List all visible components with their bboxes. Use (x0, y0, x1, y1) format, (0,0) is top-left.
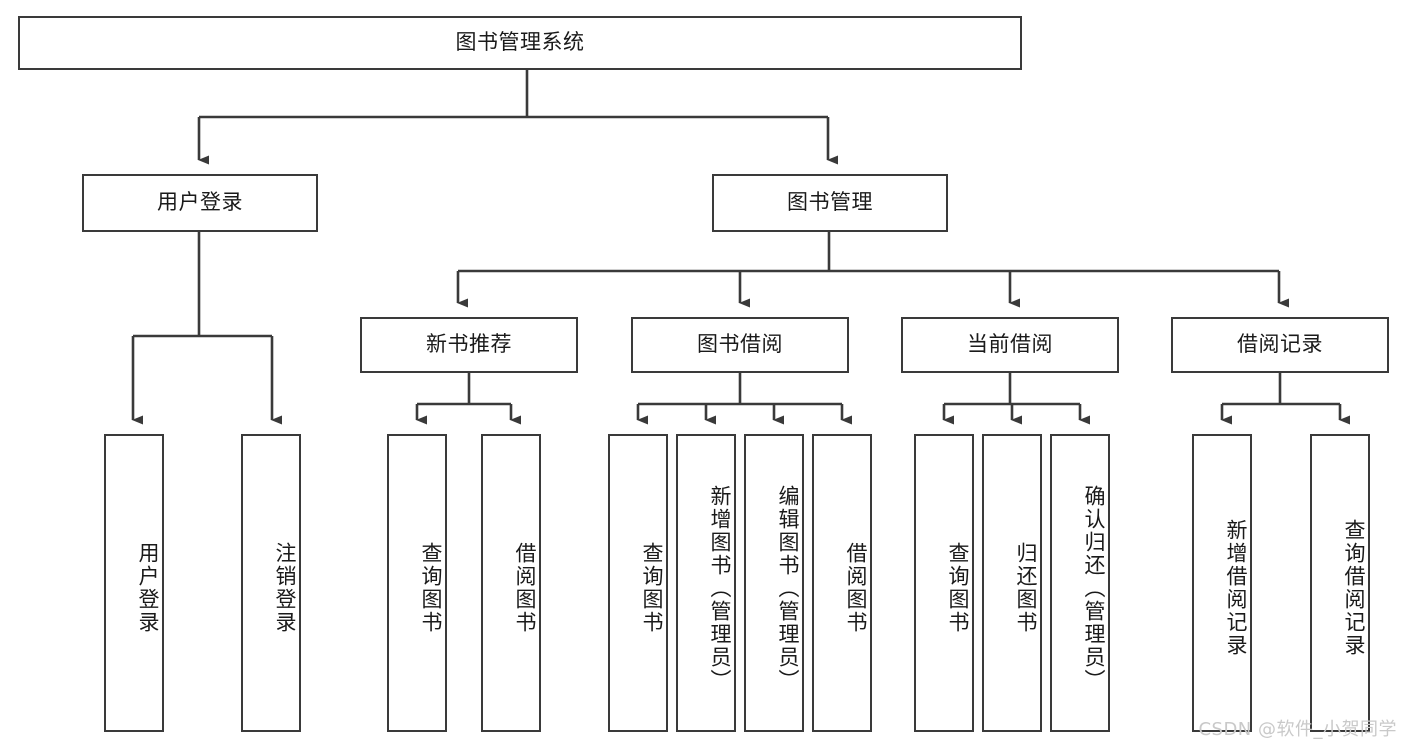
node-leaf-borrow-book-2-label: 借阅图书 (844, 542, 868, 634)
node-leaf-query-book-3-label: 查询图书 (946, 542, 970, 634)
node-book-borrow[interactable]: 图书借阅 (631, 317, 849, 373)
node-leaf-query-book-1-label: 查询图书 (419, 542, 443, 634)
node-leaf-user-login[interactable]: 用户登录 (104, 434, 164, 732)
node-user-login[interactable]: 用户登录 (82, 174, 318, 232)
node-leaf-edit-book-label: 编辑图书（管理员） (776, 484, 800, 692)
node-book-borrow-label: 图书借阅 (697, 332, 783, 357)
node-leaf-add-record-label: 新增借阅记录 (1224, 519, 1248, 657)
node-leaf-confirm-return[interactable]: 确认归还（管理员） (1050, 434, 1110, 732)
node-leaf-query-record-label: 查询借阅记录 (1342, 519, 1366, 657)
node-root[interactable]: 图书管理系统 (18, 16, 1022, 70)
node-leaf-add-book-label: 新增图书（管理员） (708, 484, 732, 692)
node-leaf-edit-book[interactable]: 编辑图书（管理员） (744, 434, 804, 732)
node-leaf-query-book-3[interactable]: 查询图书 (914, 434, 974, 732)
node-leaf-return-book[interactable]: 归还图书 (982, 434, 1042, 732)
node-leaf-query-book-1[interactable]: 查询图书 (387, 434, 447, 732)
watermark: CSDN @软件_小贺同学 (1198, 719, 1397, 740)
node-borrow-record[interactable]: 借阅记录 (1171, 317, 1389, 373)
node-borrow-record-label: 借阅记录 (1237, 332, 1323, 357)
node-leaf-confirm-return-label: 确认归还（管理员） (1082, 484, 1106, 692)
node-current-borrow[interactable]: 当前借阅 (901, 317, 1119, 373)
node-leaf-add-book[interactable]: 新增图书（管理员） (676, 434, 736, 732)
node-user-login-label: 用户登录 (157, 190, 243, 215)
node-leaf-borrow-book-1[interactable]: 借阅图书 (481, 434, 541, 732)
node-book-manage[interactable]: 图书管理 (712, 174, 948, 232)
node-new-book-rec-label: 新书推荐 (426, 332, 512, 357)
node-leaf-add-record[interactable]: 新增借阅记录 (1192, 434, 1252, 732)
node-new-book-rec[interactable]: 新书推荐 (360, 317, 578, 373)
node-leaf-query-record[interactable]: 查询借阅记录 (1310, 434, 1370, 732)
node-leaf-borrow-book-2[interactable]: 借阅图书 (812, 434, 872, 732)
node-leaf-user-login-label: 用户登录 (136, 542, 160, 634)
node-leaf-logout[interactable]: 注销登录 (241, 434, 301, 732)
node-leaf-logout-label: 注销登录 (273, 542, 297, 634)
node-book-manage-label: 图书管理 (787, 190, 873, 215)
node-current-borrow-label: 当前借阅 (967, 332, 1053, 357)
node-leaf-query-book-2[interactable]: 查询图书 (608, 434, 668, 732)
node-root-label: 图书管理系统 (455, 30, 585, 55)
node-leaf-return-book-label: 归还图书 (1014, 542, 1038, 634)
node-leaf-borrow-book-1-label: 借阅图书 (513, 542, 537, 634)
node-leaf-query-book-2-label: 查询图书 (640, 542, 664, 634)
